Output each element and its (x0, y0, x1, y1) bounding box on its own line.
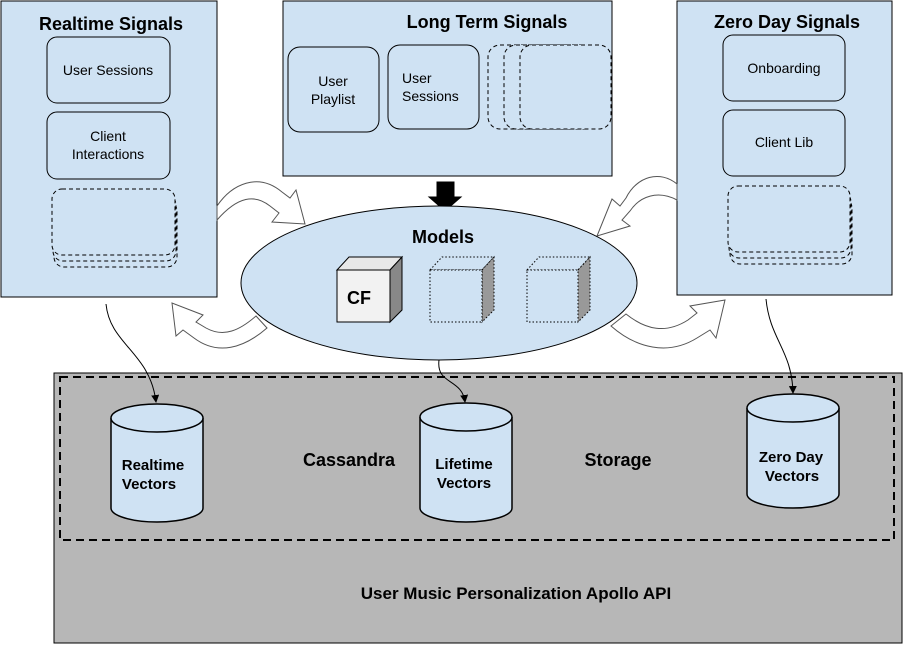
cf-cube: CF (335, 255, 404, 324)
db-label-line1: Realtime (122, 457, 185, 474)
longterm-signals-panel: Long Term Signals User Playlist User Ses… (282, 0, 613, 177)
item-label-line1: Client (90, 128, 126, 144)
db-label-line2: Vectors (122, 476, 176, 493)
longterm-title: Long Term Signals (407, 12, 568, 32)
longterm-item-user-playlist (287, 46, 380, 133)
zeroday-item-onboarding (722, 34, 846, 102)
models-title: Models (412, 227, 474, 247)
cassandra-label: Cassandra (303, 450, 396, 470)
item-label-line2: Sessions (402, 88, 459, 104)
cf-label: CF (347, 288, 371, 308)
realtime-signals-panel: Realtime Signals User Sessions Client In… (0, 0, 218, 298)
realtime-item-user-sessions (46, 36, 171, 104)
api-label: User Music Personalization Apollo API (361, 584, 671, 603)
item-label: Onboarding (747, 60, 820, 76)
storage-dashed-border (59, 376, 895, 541)
model-placeholder-cube (525, 255, 592, 324)
curved-arrows (171, 176, 726, 349)
model-placeholder-cube (428, 255, 496, 324)
longterm-placeholder-stack (487, 44, 612, 130)
database-lifetime-vectors: Lifetime Vectors (419, 402, 513, 523)
item-label-line1: User (318, 73, 348, 89)
realtime-placeholder-stack (51, 188, 178, 268)
db-label-line1: Lifetime (435, 456, 493, 473)
zeroday-item-client-lib (722, 109, 846, 177)
db-label-line1: Zero Day (759, 449, 824, 466)
item-label-line2: Playlist (311, 91, 355, 107)
item-label: Client Lib (755, 134, 814, 150)
db-label-line2: Vectors (765, 468, 819, 485)
item-label: User Sessions (63, 62, 153, 78)
storage-arrows (105, 298, 797, 403)
longterm-item-user-sessions (387, 44, 480, 130)
realtime-title: Realtime Signals (39, 14, 183, 34)
database-realtime-vectors: Realtime Vectors (110, 403, 204, 523)
db-label-line2: Vectors (437, 475, 491, 492)
database-zero-day-vectors: Zero Day Vectors (746, 393, 840, 509)
zeroday-title: Zero Day Signals (714, 12, 860, 32)
realtime-item-client-interactions (46, 111, 171, 180)
item-label-line2: Interactions (72, 146, 144, 162)
storage-label: Storage (584, 450, 651, 470)
zeroday-signals-panel: Zero Day Signals Onboarding Client Lib (676, 0, 893, 296)
zeroday-placeholder-stack (727, 185, 853, 265)
item-label-line1: User (402, 70, 432, 86)
models-node: Models CF (240, 205, 638, 361)
longterm-to-models-arrow (427, 181, 463, 212)
